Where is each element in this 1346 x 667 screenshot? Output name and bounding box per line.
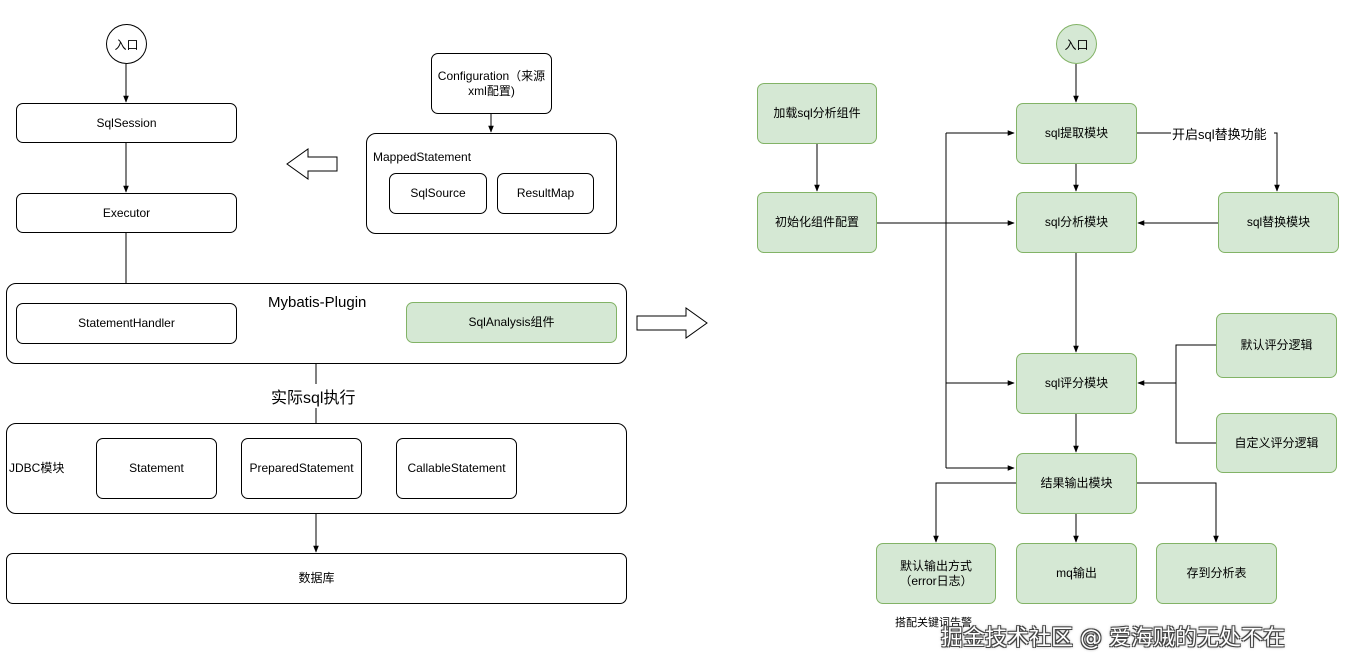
sqlsource-box: SqlSource — [389, 173, 487, 214]
callable-statement-label: CallableStatement — [407, 461, 506, 475]
sqlsession-label: SqlSession — [96, 115, 157, 130]
mq-output-label: mq输出 — [1056, 566, 1097, 580]
arrow-output-default — [933, 482, 1016, 543]
init-config-box: 初始化组件配置 — [757, 192, 877, 253]
sqlanalysis-box: SqlAnalysis组件 — [406, 302, 617, 343]
statement-handler-box: StatementHandler — [16, 303, 237, 344]
mybatis-plugin-title: Mybatis-Plugin — [268, 294, 367, 311]
prepared-statement-box: PreparedStatement — [241, 438, 362, 499]
statement-box: Statement — [96, 438, 217, 499]
statement-label: Statement — [129, 461, 184, 475]
score-box: sql评分模块 — [1016, 353, 1137, 414]
database-box: 数据库 — [6, 553, 627, 604]
left-entry-node: 入口 — [106, 24, 147, 64]
sqlanalysis-label: SqlAnalysis组件 — [468, 315, 555, 329]
load-components-box: 加载sql分析组件 — [757, 83, 877, 144]
arrow-output-table — [1136, 482, 1219, 543]
replace-box: sql替换模块 — [1218, 192, 1339, 253]
bracket-scores — [1175, 344, 1216, 444]
default-score-label: 默认评分逻辑 — [1240, 338, 1313, 352]
score-label: sql评分模块 — [1044, 376, 1109, 390]
left-entry-label: 入口 — [114, 37, 139, 52]
prepared-statement-label: PreparedStatement — [249, 461, 354, 475]
mapped-statement-label: MappedStatement — [373, 150, 472, 164]
default-score-box: 默认评分逻辑 — [1216, 313, 1337, 378]
actual-sql-label: 实际sql执行 — [271, 384, 356, 408]
statement-handler-label: StatementHandler — [78, 316, 175, 330]
resultmap-box: ResultMap — [497, 173, 594, 214]
right-entry-node: 入口 — [1056, 24, 1097, 64]
output-box: 结果输出模块 — [1016, 453, 1137, 514]
analysis-label: sql分析模块 — [1044, 215, 1109, 229]
database-label: 数据库 — [298, 571, 335, 585]
save-table-box: 存到分析表 — [1156, 543, 1277, 604]
output-label: 结果输出模块 — [1040, 476, 1113, 490]
hollow-arrow-left — [286, 148, 338, 180]
executor-label: Executor — [102, 205, 151, 220]
configuration-box: Configuration（来源xml配置) — [431, 53, 552, 114]
init-config-label: 初始化组件配置 — [774, 215, 859, 229]
extract-label: sql提取模块 — [1044, 126, 1109, 140]
sqlsource-label: SqlSource — [410, 186, 466, 200]
replace-label: sql替换模块 — [1246, 215, 1311, 229]
mq-output-box: mq输出 — [1016, 543, 1137, 604]
keyword-alert-label: 搭配关键词告警 — [895, 617, 972, 629]
executor-box: Executor — [16, 193, 237, 233]
jdbc-label: JDBC模块 — [9, 461, 65, 475]
extract-box: sql提取模块 — [1016, 103, 1137, 164]
default-output-label: 默认输出方式（error日志） — [899, 558, 973, 588]
arrow-extract-replace-2 — [1274, 132, 1280, 192]
sqlsession-box: SqlSession — [16, 103, 237, 143]
right-entry-label: 入口 — [1064, 37, 1089, 52]
custom-score-box: 自定义评分逻辑 — [1216, 413, 1337, 473]
default-output-box: 默认输出方式（error日志） — [876, 543, 996, 604]
callable-statement-box: CallableStatement — [396, 438, 517, 499]
save-table-label: 存到分析表 — [1186, 566, 1247, 580]
hollow-arrow-right — [636, 307, 708, 339]
load-components-label: 加载sql分析组件 — [773, 106, 861, 120]
watermark: 掘金技术社区 @ 爱海贼的无处不在 — [941, 626, 1285, 651]
enable-replace-label: 开启sql替换功能 — [1172, 127, 1267, 142]
resultmap-label: ResultMap — [516, 186, 575, 200]
analysis-box: sql分析模块 — [1016, 192, 1137, 253]
configuration-label: Configuration（来源xml配置) — [437, 68, 546, 98]
custom-score-label: 自定义评分逻辑 — [1234, 435, 1319, 450]
